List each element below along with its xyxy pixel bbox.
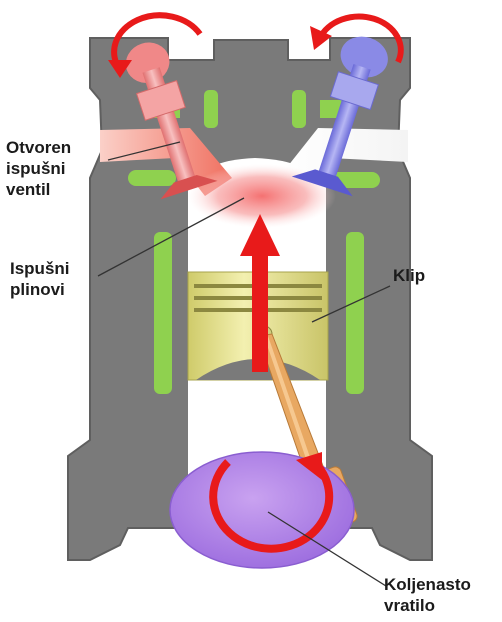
label-exhaust-gases-line1: Ispušni (10, 258, 70, 279)
label-exhaust-gases: Ispušni plinovi (10, 258, 70, 300)
coolant-jacket-right (346, 232, 364, 394)
coolant-head-strip-right (292, 90, 306, 128)
label-open-exhaust-valve-line2: ispušni (6, 158, 71, 179)
label-open-exhaust-valve-line3: ventil (6, 179, 71, 200)
coolant-jacket-left (154, 232, 172, 394)
coolant-channel-head-left (128, 170, 176, 186)
label-piston-line1: Klip (393, 265, 425, 286)
label-crankshaft-line1: Koljenasto (384, 574, 471, 595)
label-piston: Klip (393, 265, 425, 286)
label-crankshaft-line2: vratilo (384, 595, 471, 616)
piston-up-arrow-shaft (252, 250, 268, 372)
coolant-head-strip-left (204, 90, 218, 128)
label-open-exhaust-valve: Otvoren ispušni ventil (6, 137, 71, 200)
label-crankshaft: Koljenasto vratilo (384, 574, 471, 616)
label-exhaust-gases-line2: plinovi (10, 279, 70, 300)
label-open-exhaust-valve-line1: Otvoren (6, 137, 71, 158)
